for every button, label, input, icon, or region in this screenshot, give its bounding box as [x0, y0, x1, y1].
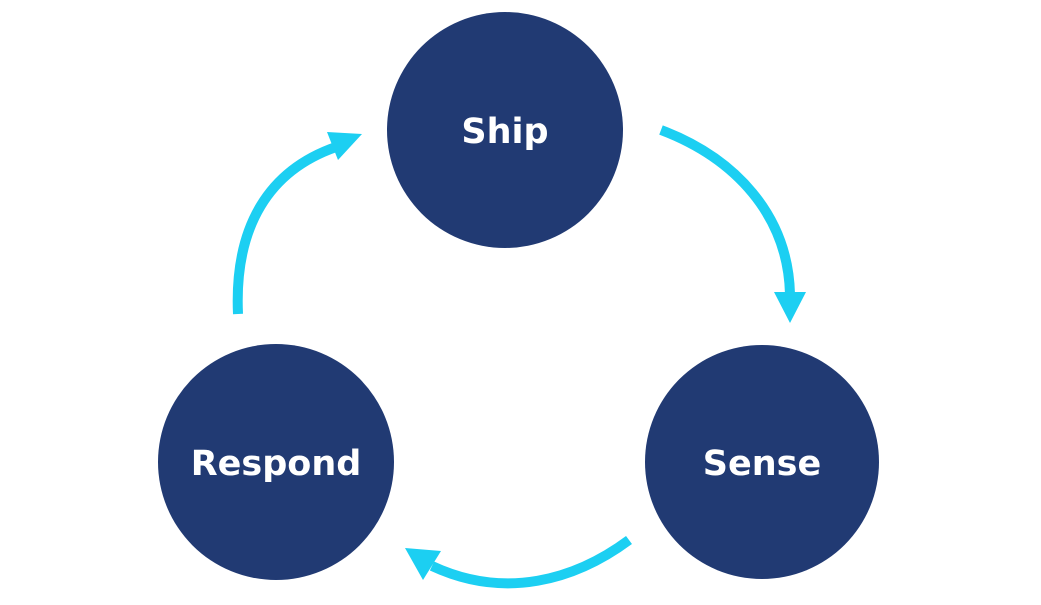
node-ship: Ship	[387, 12, 623, 248]
node-sense-label: Sense	[703, 444, 821, 484]
arrow-ship-to-sense	[659, 125, 806, 323]
node-sense-circle	[645, 345, 879, 579]
arrow-ship-to-sense-head	[774, 292, 806, 323]
node-respond-circle	[158, 344, 394, 580]
arrow-ship-to-sense-line	[659, 125, 795, 295]
node-respond: Respond	[158, 344, 394, 580]
arrow-respond-to-ship	[232, 132, 362, 315]
arrow-respond-to-ship-head	[327, 132, 362, 160]
node-ship-label: Ship	[461, 112, 548, 152]
arrow-sense-to-respond-line	[429, 535, 632, 589]
arrow-respond-to-ship-line	[232, 142, 338, 315]
node-sense: Sense	[645, 345, 879, 579]
node-respond-label: Respond	[191, 444, 362, 484]
arrow-sense-to-respond-head	[405, 548, 441, 580]
arrow-sense-to-respond	[405, 535, 632, 589]
node-ship-circle	[387, 12, 623, 248]
